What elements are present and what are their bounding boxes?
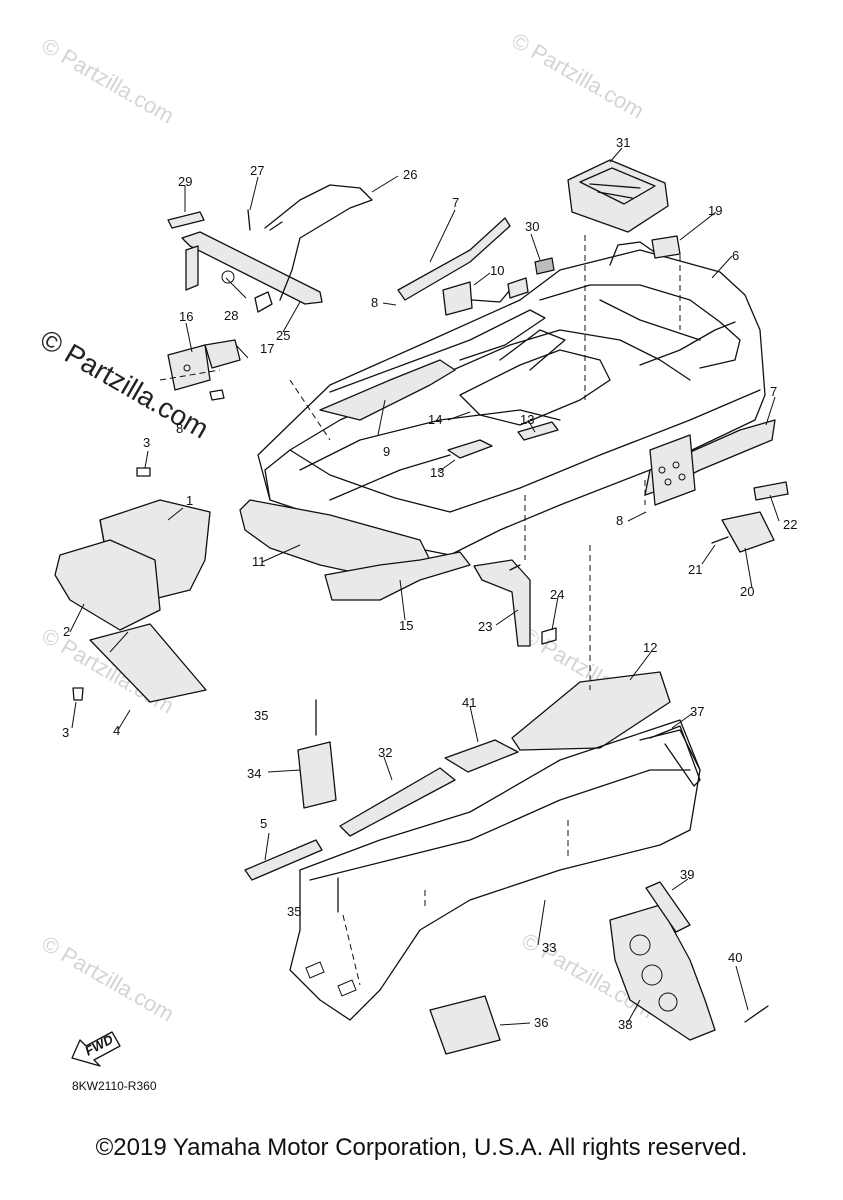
rivet-3-top <box>136 467 151 477</box>
callout-25: 25 <box>276 328 290 343</box>
hinge-bracket <box>167 339 241 401</box>
callout-9: 9 <box>383 444 390 459</box>
corner-plate <box>649 434 696 506</box>
callout-39: 39 <box>680 867 694 882</box>
pad-39 <box>645 881 691 933</box>
callout-7-right: 7 <box>770 384 777 399</box>
callout-6: 6 <box>732 248 739 263</box>
callout-8-top: 8 <box>371 295 378 310</box>
pad-41 <box>444 739 519 773</box>
callout-27: 27 <box>250 163 264 178</box>
mat-12 <box>511 671 671 751</box>
leader-lines <box>69 147 780 1026</box>
pad-29 <box>167 211 205 229</box>
callout-26: 26 <box>403 167 417 182</box>
callout-3-bottom: 3 <box>62 725 69 740</box>
watermark-faint-2: © Partzilla.com <box>508 28 649 124</box>
callout-7-top: 7 <box>452 195 459 210</box>
latch-20 <box>721 511 775 553</box>
callout-33: 33 <box>542 940 556 955</box>
callout-11: 11 <box>252 554 266 569</box>
tool-box <box>567 159 669 233</box>
top-bracket-assembly <box>181 184 373 313</box>
callout-5: 5 <box>260 816 267 831</box>
callout-19: 19 <box>708 203 722 218</box>
floor-plate-33 <box>289 719 701 1021</box>
callout-35-top: 35 <box>254 708 268 723</box>
diagram-reference-code: 8KW2110-R360 <box>72 1079 157 1093</box>
callout-34: 34 <box>247 766 261 781</box>
callout-28: 28 <box>224 308 238 323</box>
callout-18: 8 <box>176 421 183 436</box>
callout-41: 41 <box>462 695 476 710</box>
callout-1: 1 <box>186 493 193 508</box>
callout-16: 16 <box>179 309 193 324</box>
callout-32: 32 <box>378 745 392 760</box>
seal-37 <box>649 725 701 787</box>
callout-30: 30 <box>525 219 539 234</box>
label-19 <box>651 235 681 259</box>
pad-22 <box>753 481 789 501</box>
callout-14: 14 <box>428 412 442 427</box>
clip-34 <box>297 741 337 809</box>
fwd-arrow-icon: FWD <box>71 1031 121 1067</box>
front-left-covers <box>54 499 211 703</box>
callout-35-bottom: 35 <box>287 904 301 919</box>
callout-3-top: 3 <box>143 435 150 450</box>
guard-38 <box>609 904 716 1041</box>
bolt-24 <box>541 627 557 645</box>
callout-4: 4 <box>113 723 120 738</box>
callout-36: 36 <box>534 1015 548 1030</box>
watermark-faint-5: © Partzilla.com <box>38 931 179 1027</box>
assembly-lines <box>159 235 681 986</box>
callout-12: 12 <box>643 640 657 655</box>
plate-36 <box>429 995 501 1055</box>
callout-38: 38 <box>618 1017 632 1032</box>
callout-40: 40 <box>728 950 742 965</box>
rivet-3-bottom <box>72 687 84 701</box>
lower-beam <box>324 551 471 601</box>
strip-32 <box>339 767 456 837</box>
callout-20: 20 <box>740 584 754 599</box>
callout-10: 10 <box>490 263 504 278</box>
callout-13-right: 13 <box>520 412 534 427</box>
harness-connector <box>442 257 555 316</box>
watermark-faint-1: © Partzilla.com <box>38 33 179 129</box>
strip-5 <box>244 839 323 881</box>
callout-8-right: 8 <box>616 513 623 528</box>
callout-13-left: 13 <box>430 465 444 480</box>
bolt-21 <box>711 536 729 544</box>
callout-24: 24 <box>550 587 564 602</box>
screw-40 <box>744 1005 769 1023</box>
callout-22: 22 <box>783 517 797 532</box>
callout-21: 21 <box>688 562 702 577</box>
callout-2: 2 <box>63 624 70 639</box>
callout-31: 31 <box>616 135 630 150</box>
fwd-label: FWD <box>82 1031 116 1058</box>
callout-23: 23 <box>478 619 492 634</box>
bracket-23 <box>473 559 531 647</box>
callouts: 29 27 26 7 31 30 19 6 10 8 28 25 16 17 8… <box>62 135 797 1032</box>
callout-37: 37 <box>690 704 704 719</box>
callout-17: 17 <box>260 341 274 356</box>
callout-29: 29 <box>178 174 192 189</box>
copyright-notice: ©2019 Yamaha Motor Corporation, U.S.A. A… <box>95 1134 748 1161</box>
callout-15: 15 <box>399 618 413 633</box>
side-rail-top <box>397 217 511 301</box>
